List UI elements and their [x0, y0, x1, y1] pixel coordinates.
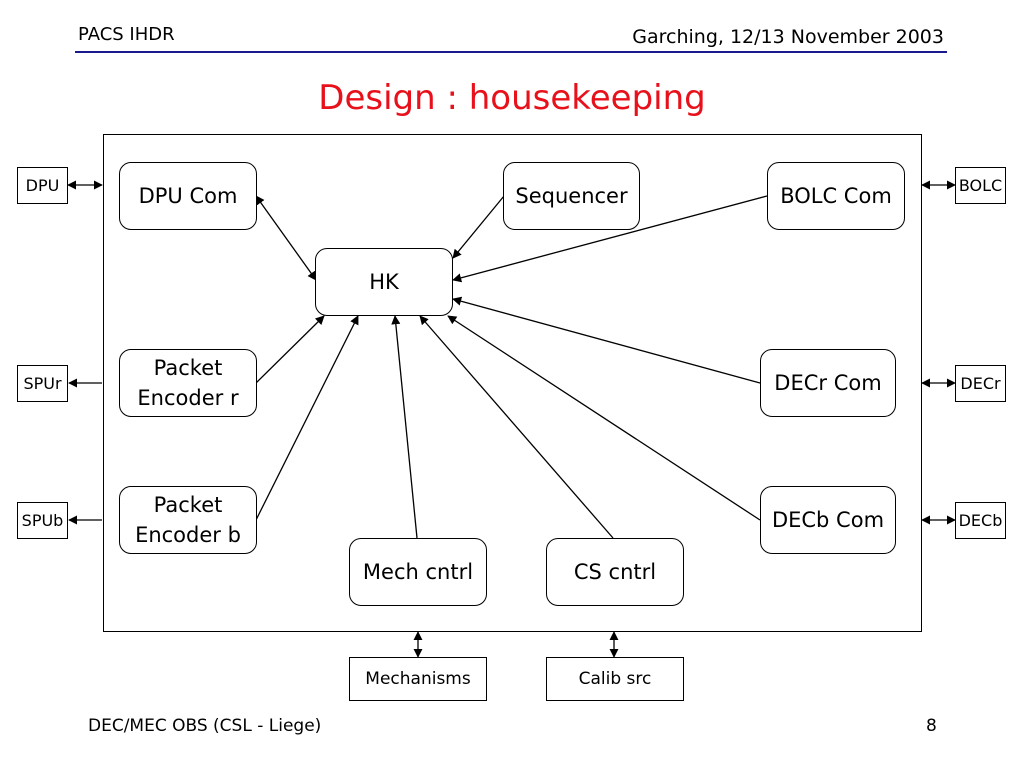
arrow-packet-encoder-r-hk: [255, 315, 325, 384]
page-number: 8: [926, 716, 937, 736]
slide-title: Design : housekeeping: [318, 78, 706, 118]
arrow-decr-com-hk: [452, 296, 761, 384]
decr-com-block: DECr Com: [760, 349, 896, 417]
arrow-mech-cntrl-hk: [391, 315, 418, 539]
header-left-text: PACS IHDR: [78, 24, 175, 45]
cs-cntrl-block: CS cntrl: [546, 538, 684, 606]
mechanisms-external: Mechanisms: [349, 657, 487, 701]
packet-encoder-r-block: Packet Encoder r: [119, 349, 257, 417]
footer-text: DEC/MEC OBS (CSL - Liege): [88, 716, 322, 736]
spub-external: SPUb: [17, 502, 68, 539]
arrow-decb-com-hk: [447, 315, 761, 521]
packet-encoder-b-block: Packet Encoder b: [119, 486, 257, 554]
mech-cntrl-block: Mech cntrl: [349, 538, 487, 606]
decr-external: DECr: [955, 365, 1006, 402]
arrow-cs-cntrl-hk: [419, 315, 614, 539]
decb-external: DECb: [955, 502, 1006, 539]
dpu-com-block: DPU Com: [119, 162, 257, 230]
bolc-com-block: BOLC Com: [767, 162, 905, 230]
bolc-external: BOLC: [955, 167, 1006, 204]
arrow-sequencer-hk: [452, 195, 505, 259]
decb-com-block: DECb Com: [760, 486, 896, 554]
dpu-external: DPU: [17, 167, 68, 204]
header-rule: [75, 51, 947, 53]
hk-block: HK: [315, 248, 453, 316]
spur-external: SPUr: [17, 365, 68, 402]
header-right-text: Garching, 12/13 November 2003: [632, 26, 944, 48]
calib-src-external: Calib src: [546, 657, 684, 701]
arrow-dpu-com-hk: [255, 195, 317, 281]
arrow-packet-encoder-b-hk: [255, 315, 359, 521]
arrow-bolc-com-hk: [452, 195, 768, 283]
sequencer-block: Sequencer: [503, 162, 640, 230]
